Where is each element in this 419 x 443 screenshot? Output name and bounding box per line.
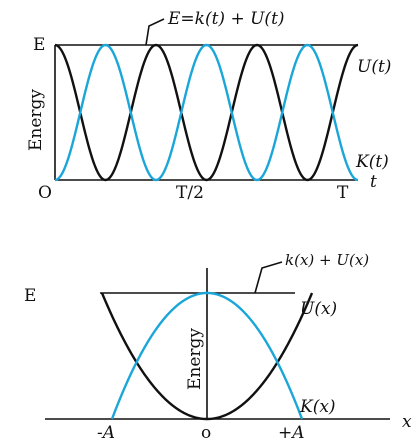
top-half-period-label: T/2: [176, 183, 204, 203]
top-total-label: E=k(t) + U(t): [167, 9, 285, 29]
top-origin-label: O: [38, 183, 52, 203]
bottom-y-label: Energy: [185, 328, 205, 390]
bottom-x-label: x: [402, 412, 412, 432]
top-potential-curve: [54, 43, 359, 182]
bottom-pos-a-label: +A: [278, 423, 305, 443]
bottom-neg-a-label: -A: [97, 423, 115, 443]
top-y-label: Energy: [26, 89, 46, 151]
bottom-e-label: E: [24, 286, 36, 306]
bottom-kinetic-curve: [110, 291, 304, 420]
top-total-leader: [145, 18, 165, 46]
top-t-label: t: [370, 172, 377, 192]
top-kinetic-curve: [54, 43, 359, 182]
top-u-label: U(t): [357, 57, 391, 77]
bottom-u-label: U(x): [300, 299, 337, 319]
bottom-zero-label: o: [201, 423, 211, 443]
bottom-total-label: k(x) + U(x): [285, 251, 369, 269]
top-k-label: K(t): [355, 152, 389, 172]
top-period-label: T: [337, 183, 349, 203]
bottom-total-leader: [254, 261, 283, 294]
top-e-label: E: [33, 35, 45, 55]
bottom-k-label: K(x): [299, 397, 336, 417]
bottom-panel: k(x) + U(x) E Energy U(x) K(x) x -A o +A: [24, 251, 412, 443]
top-panel: E=k(t) + U(t) E Energy U(t) K(t) t O T/2…: [26, 9, 391, 203]
